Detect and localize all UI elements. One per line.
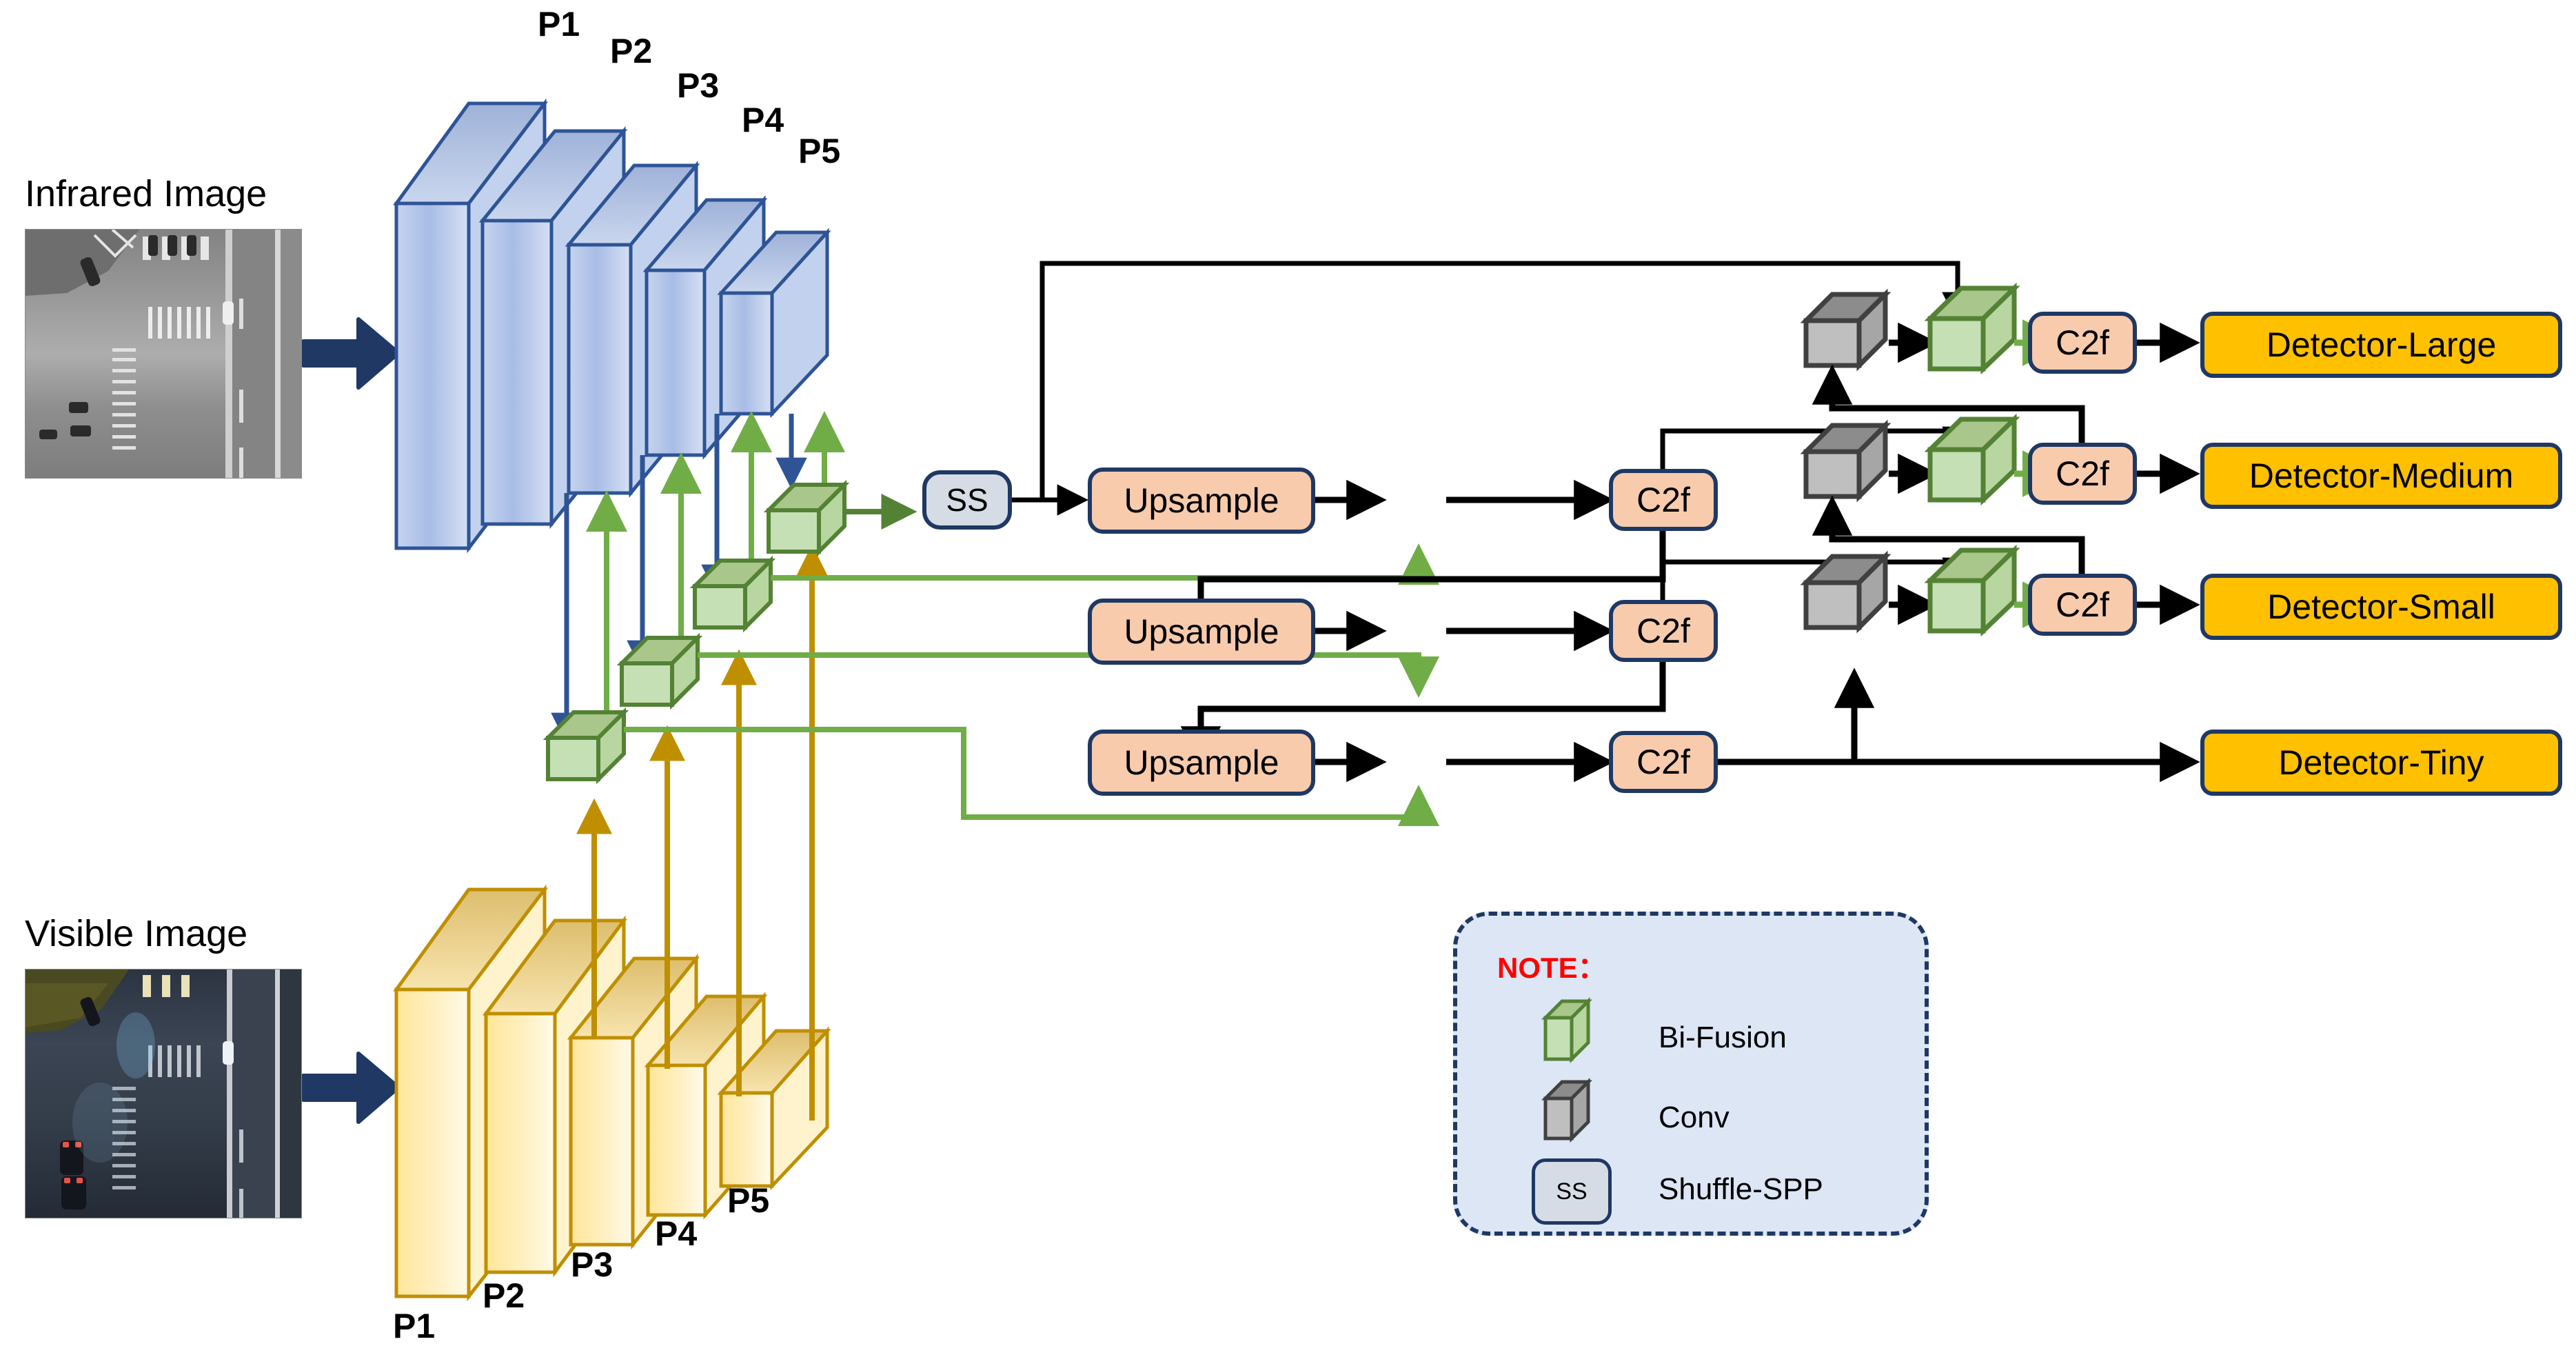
detector-small-block[interactable]: Detector-Small [2200, 574, 2562, 640]
head-bifusion-cube-row2 [1924, 413, 2020, 506]
bifusion-cube-p3 [616, 632, 703, 710]
infrared-to-bifusion-edges [551, 414, 807, 745]
c2f-head-block-large[interactable]: C2f [2028, 312, 2137, 374]
c2f-head-block-small[interactable]: C2f [2028, 574, 2137, 636]
visible-stage-label-p3: P3 [571, 1245, 613, 1284]
detector-tiny-block[interactable]: Detector-Tiny [2200, 730, 2562, 796]
bifusion-cube-p5 [763, 479, 850, 557]
conv-cube-row2 [1800, 419, 1892, 503]
bifusion-to-infrared-edges [586, 411, 845, 731]
visible-stage-label-p4: P4 [655, 1214, 698, 1253]
edge-bifusion1-to-row3 [624, 727, 1439, 826]
infrared-stage-label-p3: P3 [677, 66, 720, 105]
infrared-input-arrow [301, 317, 400, 390]
upsample-block-row3[interactable]: Upsample [1088, 730, 1315, 796]
visible-backbone-stages [393, 884, 831, 1302]
infrared-stage-label-p1: P1 [538, 5, 580, 43]
bifusion-cube-p2 [542, 707, 629, 785]
infrared-stage-label-p2: P2 [610, 32, 653, 70]
infrared-image-title: Infrared Image [25, 173, 267, 214]
c2f-neck-block-row3[interactable]: C2f [1609, 731, 1718, 793]
visible-image-title: Visible Image [25, 913, 248, 954]
c2f-neck-block-row2[interactable]: C2f [1609, 600, 1718, 662]
conv-cube-icon [1541, 1077, 1593, 1143]
detector-medium-block[interactable]: Detector-Medium [2200, 443, 2562, 509]
legend-label-shufflespp: Shuffle-SPP [1659, 1172, 1823, 1206]
infrared-backbone-stages [393, 98, 831, 554]
visible-image-thumbnail [25, 969, 302, 1218]
legend-label-bifusion: Bi-Fusion [1659, 1021, 1787, 1054]
edge-head2-c2f-to-conv2 [1812, 495, 2085, 600]
edge-bifusion2-to-row2 [698, 652, 1439, 698]
conv-cube-row1 [1800, 288, 1892, 372]
infrared-stage-label-p4: P4 [742, 101, 784, 139]
visible-stage-label-p5: P5 [727, 1181, 770, 1220]
upsample-block-row1[interactable]: Upsample [1088, 468, 1315, 534]
edge-bifusion3-to-row1 [771, 543, 1439, 585]
head-bifusion-cube-row3 [1924, 544, 2020, 637]
legend-label-conv: Conv [1659, 1101, 1730, 1134]
visible-stage-label-p2: P2 [483, 1276, 525, 1315]
c2f-head-block-medium[interactable]: C2f [2028, 443, 2137, 505]
infrared-image-thumbnail [25, 229, 302, 479]
visible-input-arrow [301, 1052, 400, 1124]
bifusion-cube-p4 [689, 555, 776, 633]
c2f-neck-block-row1[interactable]: C2f [1609, 469, 1718, 531]
shuffle-spp-icon: SS [1532, 1158, 1612, 1225]
detector-large-block[interactable]: Detector-Large [2200, 312, 2562, 378]
legend-note-panel: NOTE： SS Bi-Fusion Conv Shuffle-SPP [1453, 912, 1929, 1236]
edge-head1-c2f-to-conv1 [1812, 364, 2085, 469]
infrared-stage-p5 [717, 228, 831, 419]
visible-stage-label-p1: P1 [393, 1307, 436, 1345]
upsample-block-row2[interactable]: Upsample [1088, 599, 1315, 665]
head-bifusion-cube-row1 [1924, 282, 2020, 375]
legend-note-title: NOTE： [1497, 952, 1607, 984]
conv-cube-row3 [1800, 550, 1892, 634]
infrared-stage-label-p5: P5 [798, 132, 841, 170]
shuffle-spp-block[interactable]: SS [922, 470, 1012, 530]
bifusion-cube-icon [1541, 996, 1593, 1064]
